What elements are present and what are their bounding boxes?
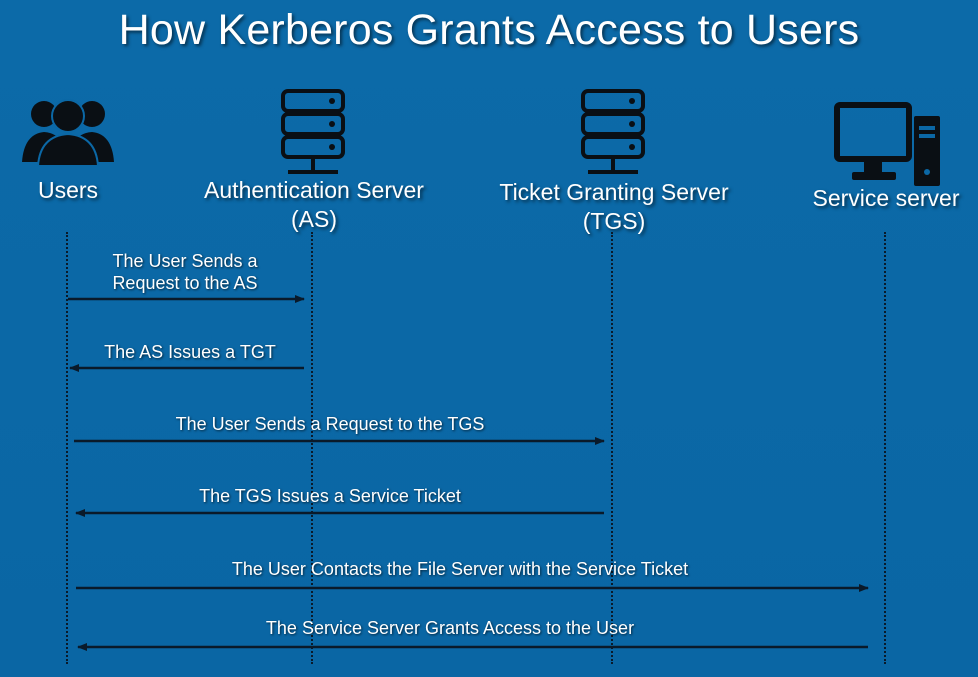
as-lifeline [311, 232, 313, 664]
users-icon [22, 99, 114, 166]
service-label: Service server [812, 185, 960, 211]
message-label-1: The User Sends a Request to the AS [112, 251, 258, 293]
desktop-computer-icon [834, 102, 940, 186]
users-lifeline [66, 232, 68, 664]
users-label: Users [37, 177, 99, 203]
as-server-icon [281, 89, 345, 174]
tgs-server-icon [581, 89, 645, 174]
tgs-label: Ticket Granting Server (TGS) [499, 179, 729, 234]
as-label: Authentication Server (AS) [204, 177, 424, 232]
message-label-6: The Service Server Grants Access to the … [265, 618, 635, 638]
message-label-3: The User Sends a Request to the TGS [175, 414, 485, 434]
message-label-2: The AS Issues a TGT [104, 342, 276, 362]
diagram-title: How Kerberos Grants Access to Users [118, 6, 860, 54]
service-lifeline [884, 232, 886, 664]
tgs-lifeline [611, 232, 613, 664]
message-label-5: The User Contacts the File Server with t… [231, 559, 689, 579]
message-label-4: The TGS Issues a Service Ticket [199, 486, 461, 506]
